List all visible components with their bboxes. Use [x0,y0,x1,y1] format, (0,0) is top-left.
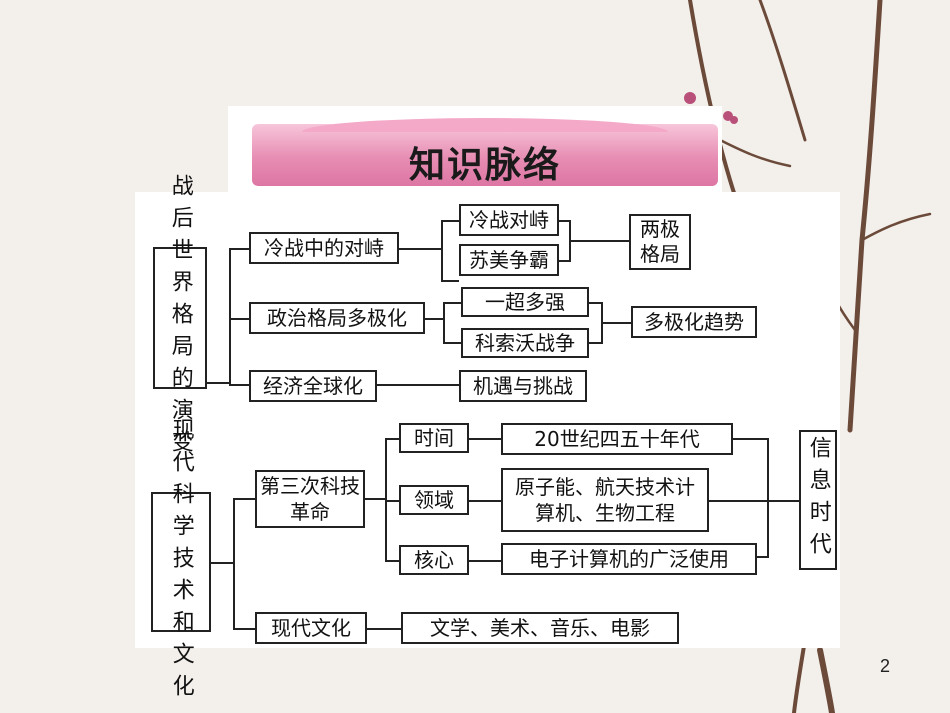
connector [385,500,399,502]
culture-value-box: 文学、美术、音乐、电影 [401,612,679,644]
mindmap-card: 战后世界格局的演变 冷战中的对峙 冷战对峙 苏美争霸 两极格局 政治格局多极化 … [135,174,840,706]
connector [589,342,603,344]
globalization-box: 经济全球化 [249,370,377,402]
opportunity-box: 机遇与挑战 [459,370,587,402]
connector [709,500,799,502]
connector [207,382,229,384]
connector [229,318,249,320]
time-value-box: 20世纪四五十年代 [501,423,733,455]
connector [559,260,571,262]
connector [233,498,255,500]
modern-root-box: 现代科学技术和文化 [151,418,211,706]
connector [469,560,501,562]
multipolar-result-box: 多极化趋势 [631,306,757,338]
field-value-box: 原子能、航天技术计算机、生物工程 [501,468,709,532]
connector [377,384,459,386]
connector [229,248,249,250]
connector [365,498,387,500]
title-banner: 知识脉络 [252,118,718,186]
connector [229,384,249,386]
core-label-box: 核心 [399,545,469,575]
cold-war-box: 冷战中的对峙 [249,232,399,264]
connector [385,438,399,440]
us-soviet-box: 苏美争霸 [459,244,559,276]
culture-box: 现代文化 [255,612,367,644]
connector [469,500,501,502]
one-super-box: 一超多强 [461,287,589,317]
connector [367,628,401,630]
page-title: 知识脉络 [408,145,561,186]
connector [443,342,461,344]
core-value-box: 电子计算机的广泛使用 [501,543,757,575]
connector [767,438,769,558]
connector [233,498,235,630]
connector [441,220,443,282]
connector [229,248,231,385]
bipolar-box: 两极格局 [629,214,691,270]
connector [569,240,629,242]
connector [425,318,445,320]
connector [385,560,399,562]
connector [443,302,445,344]
connector [757,556,769,558]
connector [399,248,443,250]
postwar-root-box: 战后世界格局的演变 [153,174,207,462]
connector [443,302,461,304]
connector [211,562,233,564]
connector [233,628,255,630]
multipolar-trend-box: 政治格局多极化 [249,302,425,334]
revolution-box: 第三次科技革命 [255,470,365,528]
info-age-box: 信息时代 [799,430,837,570]
cold-confront-box: 冷战对峙 [459,204,559,236]
connector [733,438,767,440]
field-label-box: 领域 [399,485,469,515]
page-number: 2 [879,656,890,676]
connector [559,220,571,222]
connector [589,302,603,304]
time-label-box: 时间 [399,423,469,453]
kosovo-box: 科索沃战争 [461,328,589,358]
connector [469,438,501,440]
connector [441,280,459,282]
connector [601,322,631,324]
connector [441,220,459,222]
